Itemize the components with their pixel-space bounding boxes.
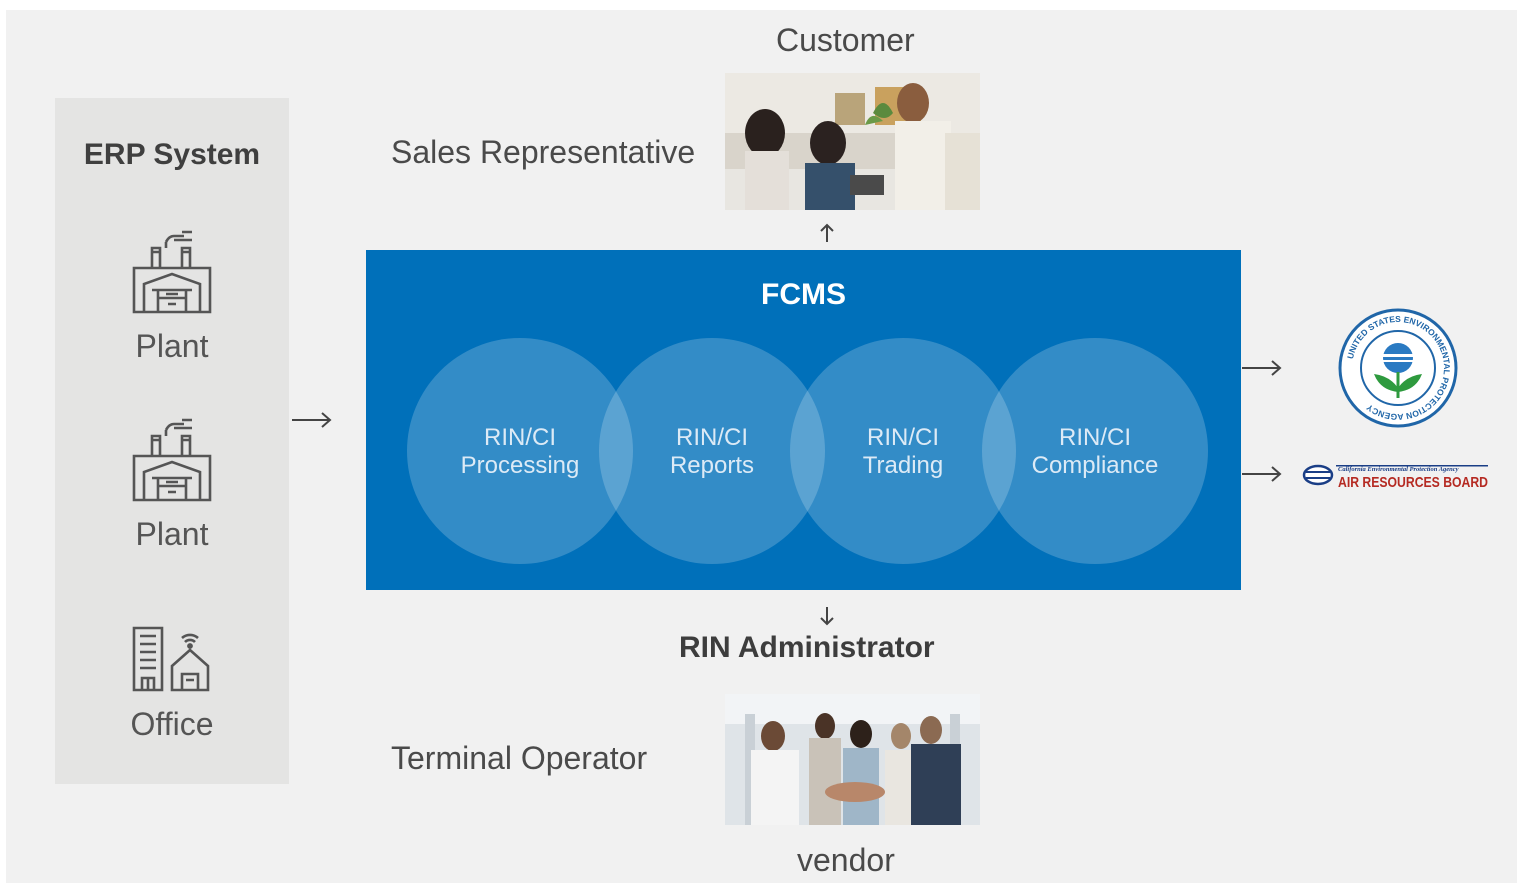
arrow-right-icon [1242,360,1282,376]
rin-administrator-label: RIN Administrator [679,631,935,664]
carb-logo: California Environmental Protection Agen… [1302,464,1488,490]
customer-label: Customer [776,22,915,58]
sales-representative-label: Sales Representative [391,134,696,170]
vendor-label: vendor [797,842,895,878]
office-site: Office [55,626,289,743]
plant-site: Plant [55,416,289,553]
factory-icon [132,230,212,314]
svg-text:California Environmental Prote: California Environmental Protection Agen… [1338,466,1459,473]
site-label: Office [130,706,214,742]
fcms-title: FCMS [761,278,846,311]
site-label: Plant [135,516,209,552]
venn-circles [407,338,1208,564]
arrow-down-icon [820,607,834,626]
plant-site: Plant [55,228,289,365]
venn-circle-compliance [982,338,1208,564]
office-building-icon [132,626,210,692]
epa-seal-logo: UNITED STATES ENVIRONMENTAL PROTECTION A… [1338,308,1458,428]
arrow-right-icon [1242,466,1282,482]
arrow-up-icon [820,223,834,242]
svg-text:AIR RESOURCES BOARD: AIR RESOURCES BOARD [1338,474,1488,490]
venn-circle-processing [407,338,633,564]
erp-system-title: ERP System [83,138,261,171]
erp-system-panel: ERP System Plant Plant [55,98,289,784]
venn-circle-trading [790,338,1016,564]
arrow-right-icon [292,412,332,428]
factory-icon [132,418,212,502]
vendor-photo [725,694,980,825]
customer-photo [725,73,980,210]
venn-circle-reports [599,338,825,564]
site-label: Plant [135,328,209,364]
terminal-operator-label: Terminal Operator [391,740,648,776]
